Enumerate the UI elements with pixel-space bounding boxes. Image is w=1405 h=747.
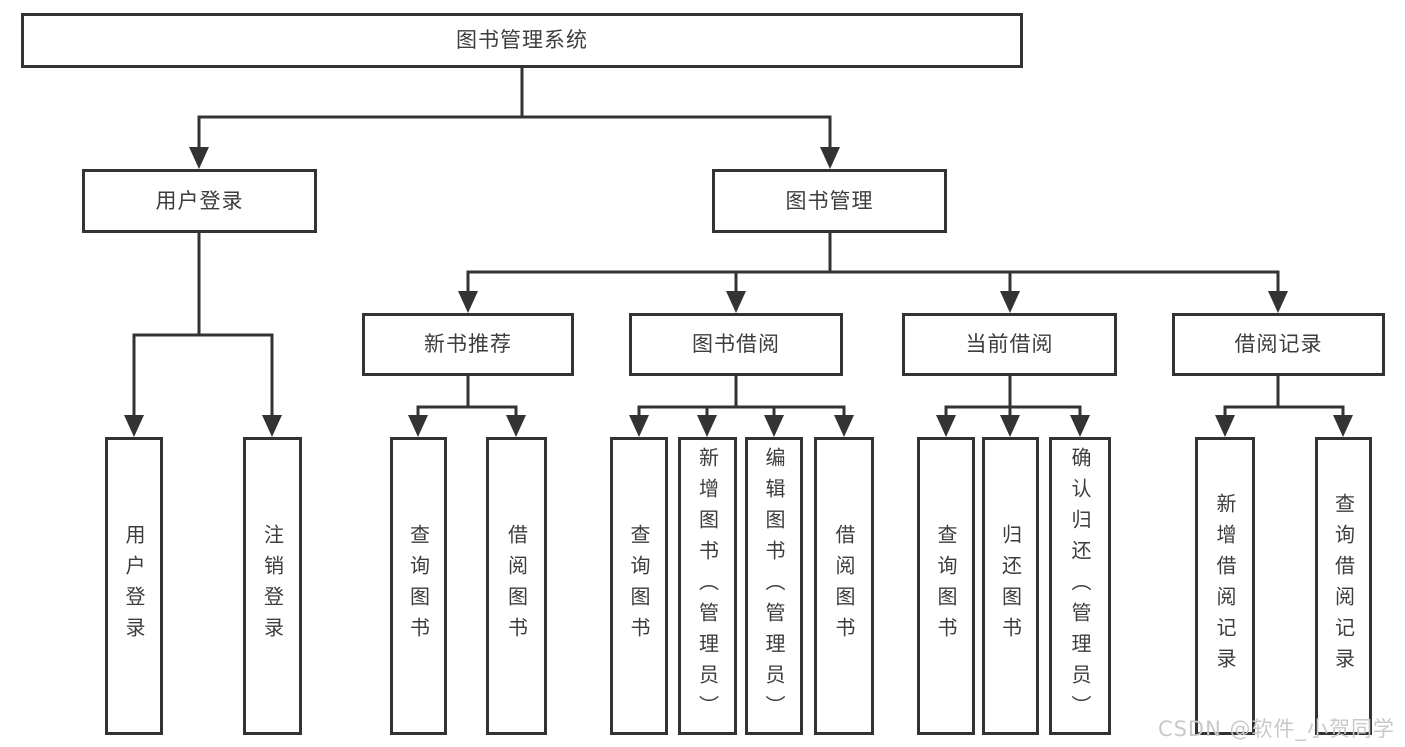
- node-borrowing-records: 借阅记录: [1172, 313, 1385, 376]
- leaf-borrow-books-borrowing: 借阅图书: [814, 437, 874, 735]
- branch-borrowing-records: [1215, 374, 1353, 437]
- branch-book-management: [458, 231, 1288, 313]
- node-book-management: 图书管理: [712, 169, 947, 233]
- leaf-query-books-borrowing: 查询图书: [610, 437, 668, 735]
- branch-new-book-recommend: [408, 374, 526, 437]
- leaf-borrow-books-recommend: 借阅图书: [486, 437, 547, 735]
- node-root-library-management-system: 图书管理系统: [21, 13, 1023, 68]
- leaf-add-books-admin: 新增图书（管理员）: [678, 437, 737, 735]
- leaf-query-books-current: 查询图书: [917, 437, 975, 735]
- leaf-return-books: 归还图书: [982, 437, 1039, 735]
- node-current-borrowing: 当前借阅: [902, 313, 1117, 376]
- leaf-confirm-return-admin: 确认归还（管理员）: [1049, 437, 1111, 735]
- branch-current-borrowing: [936, 374, 1090, 437]
- leaf-user-login: 用户登录: [105, 437, 163, 735]
- leaf-logout-login: 注销登录: [243, 437, 302, 735]
- branch-user-login: [124, 231, 282, 437]
- leaf-add-borrow-record: 新增借阅记录: [1195, 437, 1255, 735]
- leaf-query-borrow-record: 查询借阅记录: [1315, 437, 1372, 735]
- node-book-borrowing: 图书借阅: [629, 313, 843, 376]
- node-user-login: 用户登录: [82, 169, 317, 233]
- branch-book-borrowing: [629, 374, 854, 437]
- node-new-book-recommend: 新书推荐: [362, 313, 574, 376]
- leaf-edit-books-admin: 编辑图书（管理员）: [745, 437, 803, 735]
- leaf-query-books-recommend: 查询图书: [390, 437, 447, 735]
- branch-root: [189, 66, 840, 169]
